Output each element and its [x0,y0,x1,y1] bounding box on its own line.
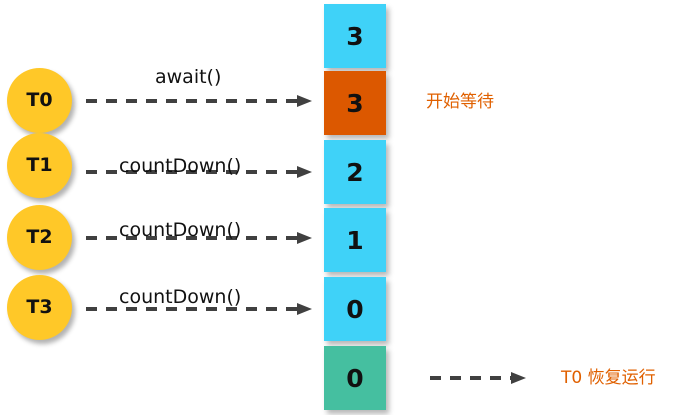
counter-box-count-0: 0 [324,277,386,341]
call-label-t3: countDown() [119,286,242,308]
counter-value: 0 [346,363,364,393]
arrow-t3-countdown [86,294,312,324]
arrow-head [297,303,312,315]
thread-node-t1: T1 [7,133,72,198]
counter-value: 0 [346,294,364,324]
counter-value: 3 [346,88,364,118]
counter-value: 1 [346,225,364,255]
annotation-resuming: T0 恢复运行 [561,368,656,388]
arrow-t1-countdown [86,157,312,187]
thread-node-t0: T0 [7,68,72,133]
arrow-t2-countdown [86,223,312,253]
arrow-head [511,372,526,384]
arrow-head [297,232,312,244]
counter-box-count-2: 2 [324,140,386,204]
counter-box-await: 3 [324,71,386,135]
call-label-t2: countDown() [119,219,242,241]
annotation-waiting: 开始等待 [426,92,494,112]
arrow-head [297,166,312,178]
counter-box-initial: 3 [324,4,386,68]
thread-label-t2: T2 [26,226,53,248]
counter-value: 2 [346,157,364,187]
counter-value: 3 [346,21,364,51]
thread-label-t1: T1 [26,154,53,176]
thread-node-t3: T3 [7,275,72,340]
thread-label-t0: T0 [26,89,53,111]
thread-label-t3: T3 [26,296,53,318]
arrow-t0-await [86,86,312,116]
arrow-head [297,95,312,107]
counter-box-count-1: 1 [324,208,386,272]
call-label-t0: await() [155,66,222,88]
arrow-release-t0 [430,363,526,393]
thread-node-t2: T2 [7,205,72,270]
counter-box-released: 0 [324,346,386,410]
call-label-t1: countDown() [119,155,242,177]
